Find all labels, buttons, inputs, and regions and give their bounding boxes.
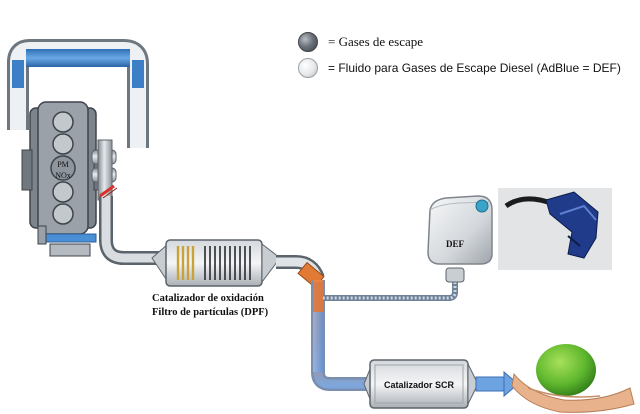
- def-fluid-dot-icon: [298, 58, 318, 78]
- engine-cylinders: [52, 111, 74, 225]
- engine-nox-label: NOx: [55, 171, 71, 180]
- hands-with-green-globe: [511, 344, 635, 413]
- legend-def: = Fluido para Gases de Escape Diesel (Ad…: [298, 58, 621, 78]
- legend-def-label: = Fluido para Gases de Escape Diesel (Ad…: [328, 61, 621, 75]
- def-tank-label: DEF: [446, 239, 465, 249]
- engine: PM NOx: [21, 101, 105, 257]
- scr-catalyst: Catalizador SCR: [363, 359, 479, 409]
- scr-label: Catalizador SCR: [384, 380, 455, 390]
- legend-exhaust-gas: = Gases de escape: [298, 32, 423, 52]
- exhaust-gas-dot-icon: [298, 32, 318, 52]
- dpf-label-line2: Filtro de partículas (DPF): [152, 307, 269, 318]
- clean-exhaust-outlet-arrow: [475, 370, 519, 398]
- dpf-catalyst: [151, 239, 281, 287]
- legend-exhaust-gas-label: = Gases de escape: [328, 34, 424, 49]
- exhaust-pipe-to-scr: [276, 255, 372, 391]
- engine-pm-label: PM: [57, 160, 69, 169]
- exhaust-manifold: [91, 139, 160, 265]
- def-pump-nozzle: [498, 188, 612, 270]
- dpf-label-line1: Catalizador de oxidación: [152, 293, 264, 304]
- engine-emission-cylinder: [50, 155, 76, 181]
- def-tank: DEF: [427, 195, 493, 265]
- intake-loop: [7, 39, 149, 148]
- def-injection-line: [323, 267, 465, 301]
